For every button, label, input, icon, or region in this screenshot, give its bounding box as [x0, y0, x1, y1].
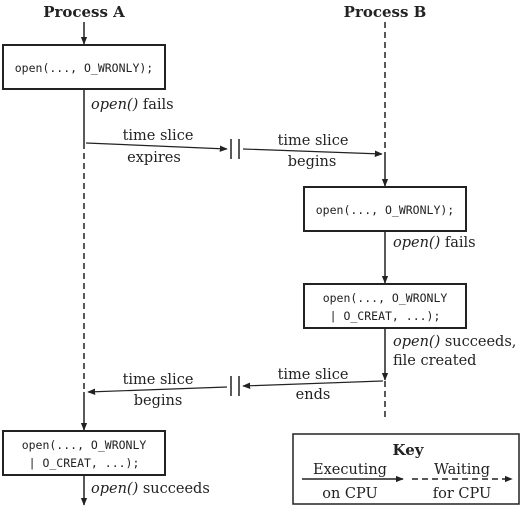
process-a-call-2-line1: open(..., O_WRONLY — [22, 438, 147, 452]
key-legend: Key Executing on CPU Waiting for CPU — [292, 433, 520, 505]
key-waiting-line2: for CPU — [433, 486, 491, 502]
process-b-header: Process B — [344, 3, 427, 21]
process-a-call-box-2 — [2, 430, 166, 476]
process-a-header: Process A — [43, 3, 125, 21]
switch-2-begin-line2: begins — [134, 393, 183, 409]
switch-2-arrow-left — [87, 386, 228, 395]
switch-2-end-line2: ends — [296, 387, 331, 403]
switch-2-begin-line1: time slice — [123, 372, 194, 388]
switch-1-begin-line1: time slice — [278, 133, 349, 149]
process-a-call-2-line2: | O_CREAT, ...); — [29, 456, 140, 470]
switch-1-arrow-left — [85, 142, 228, 152]
switch-1-arrow-right — [242, 148, 383, 157]
process-b-result-1: open() fails — [393, 235, 476, 251]
process-b-result-2-line2: file created — [393, 353, 476, 369]
key-executing-line1: Executing — [313, 462, 387, 478]
key-title: Key — [393, 441, 425, 459]
process-a-call-1: open(..., O_WRONLY); — [15, 61, 153, 75]
process-b-call-1: open(..., O_WRONLY); — [316, 203, 454, 217]
process-a-result-2: open() succeeds — [91, 481, 210, 497]
key-waiting-line1: Waiting — [434, 462, 490, 478]
switch-1-begin-line2: begins — [288, 154, 337, 170]
key-box — [292, 433, 520, 505]
process-b-call-box-1 — [303, 186, 467, 232]
switch-2-end-line1: time slice — [278, 367, 349, 383]
switch-1-expire-line2: expires — [127, 150, 181, 166]
switch-2-arrow-right — [242, 380, 384, 389]
process-b-call-2-line1: open(..., O_WRONLY — [323, 291, 448, 305]
process-b-call-2-line2: | O_CREAT, ...); — [330, 309, 441, 323]
process-a-result-1: open() fails — [91, 97, 174, 113]
process-b-result-2-line1: open() succeeds, — [393, 334, 516, 350]
key-executing-line2: on CPU — [322, 486, 378, 502]
switch-1-expire-line1: time slice — [123, 128, 194, 144]
